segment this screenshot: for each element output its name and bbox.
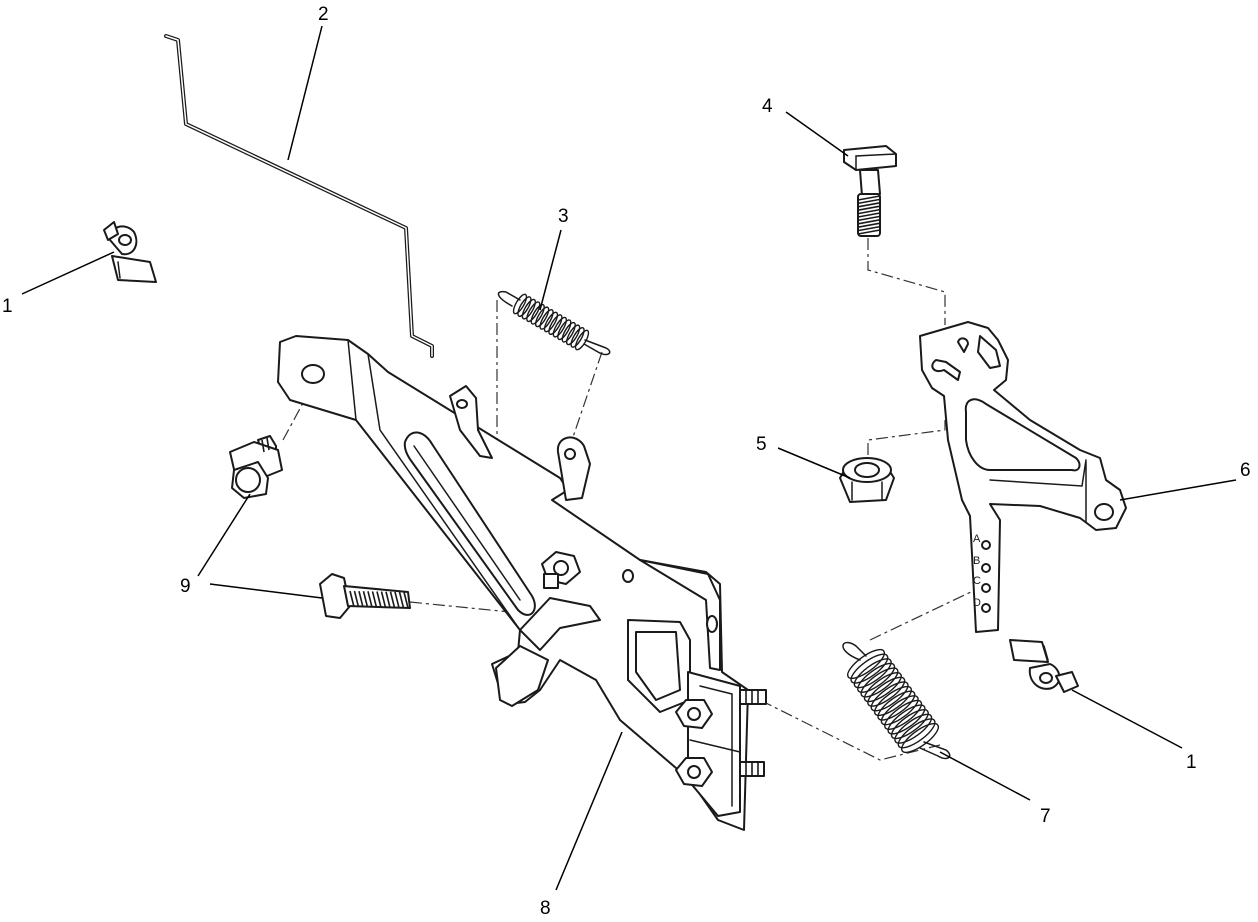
plate-mark-d: D <box>973 597 981 609</box>
thread-line <box>380 591 387 608</box>
thread-line <box>358 590 364 608</box>
thread-line <box>857 225 881 232</box>
callout-5: 5 <box>756 434 767 455</box>
thread-line <box>385 591 391 608</box>
throttle-rod <box>164 34 434 358</box>
cable-clip-left <box>103 221 157 283</box>
lower-spring <box>842 641 951 760</box>
callout-9: 9 <box>180 576 191 597</box>
stud-threads <box>739 689 767 777</box>
thread-line <box>398 591 405 609</box>
spring-coil-turn <box>880 695 919 726</box>
leader-lines <box>21 25 1237 891</box>
thread-line <box>376 591 382 608</box>
spring-coil-turn <box>517 296 532 317</box>
callout-7: 7 <box>1040 806 1051 827</box>
thread-line <box>857 205 881 211</box>
spring-coil-turn <box>850 653 889 684</box>
callout-1-right: 1 <box>1186 752 1197 773</box>
spring-coil-turn <box>860 667 899 698</box>
thread-line <box>857 208 881 215</box>
callout-3: 3 <box>558 206 569 227</box>
callout-2: 2 <box>318 4 329 25</box>
callout-4: 4 <box>762 96 773 117</box>
plate-mark-a: A <box>973 533 981 545</box>
callouts: 1 2 3 4 5 6 7 8 9 1 <box>2 4 1251 919</box>
thread-line <box>367 591 373 608</box>
thread-line <box>857 198 881 205</box>
shoulder-bolt <box>229 435 283 499</box>
spring-coil-turn <box>539 309 554 330</box>
flange-bolt-threads <box>349 590 409 609</box>
spring-coil-turn <box>897 718 936 749</box>
thread-line <box>362 591 369 608</box>
spring-coil-turn <box>867 676 906 707</box>
spring-coil-turn <box>557 319 572 341</box>
control-bracket <box>277 335 767 831</box>
spring-coil-turn <box>873 685 913 717</box>
plate-mark-c: C <box>973 575 981 587</box>
spring-coil-turn <box>552 316 568 338</box>
spring-coil-turn <box>548 314 563 335</box>
spring-coil-turn <box>877 690 916 721</box>
spring-coil-turn <box>863 672 902 703</box>
spring-coil-turn <box>521 298 537 320</box>
spring-coil-turn <box>853 658 892 689</box>
thread-line <box>403 591 409 609</box>
upper-spring <box>497 290 611 356</box>
thread-line <box>389 591 396 608</box>
cable-clip-right <box>1009 639 1079 693</box>
thread-line <box>371 591 378 608</box>
spring-coil-turn <box>900 722 940 754</box>
spring-coil-turn <box>887 704 926 735</box>
thread-line <box>353 590 360 608</box>
spring-coil-turn <box>890 709 929 740</box>
spring-coil-turn <box>565 324 581 346</box>
thread-line <box>857 202 881 208</box>
flange-nut <box>839 457 895 503</box>
spring-coil-turn <box>884 699 923 730</box>
spring-coil-turn <box>570 327 585 348</box>
thread-line <box>857 229 881 235</box>
spring-coil-turn <box>534 306 550 328</box>
carriage-bolt-threads <box>857 195 881 235</box>
spring-coil-turn <box>561 321 576 343</box>
callout-6: 6 <box>1240 460 1251 481</box>
callout-1-left: 1 <box>2 296 13 317</box>
thread-line <box>857 219 881 225</box>
spring-coil-turn <box>870 681 909 712</box>
spring-coil-turn <box>512 293 528 315</box>
spring-coil-turn <box>543 311 559 333</box>
thread-line <box>857 195 881 201</box>
lower-spring-coils <box>846 648 940 754</box>
upper-spring-coils <box>512 293 590 351</box>
carriage-bolt <box>843 145 897 237</box>
thread-line <box>394 591 400 609</box>
spring-coil-turn <box>530 303 545 325</box>
throttle-plate: A B C D <box>919 321 1127 633</box>
spring-coil-turn <box>526 301 541 323</box>
callout-8: 8 <box>540 898 551 919</box>
spring-coil-turn <box>574 329 590 351</box>
plate-mark-b: B <box>973 555 980 567</box>
thread-line <box>857 212 881 218</box>
spring-coil-turn <box>846 648 886 680</box>
thread-line <box>349 590 355 608</box>
thread-line <box>857 215 881 222</box>
flange-bolt <box>319 573 411 619</box>
thread-line <box>857 222 881 228</box>
spring-coil-turn <box>857 662 896 693</box>
spring-coil-turn <box>894 713 933 744</box>
